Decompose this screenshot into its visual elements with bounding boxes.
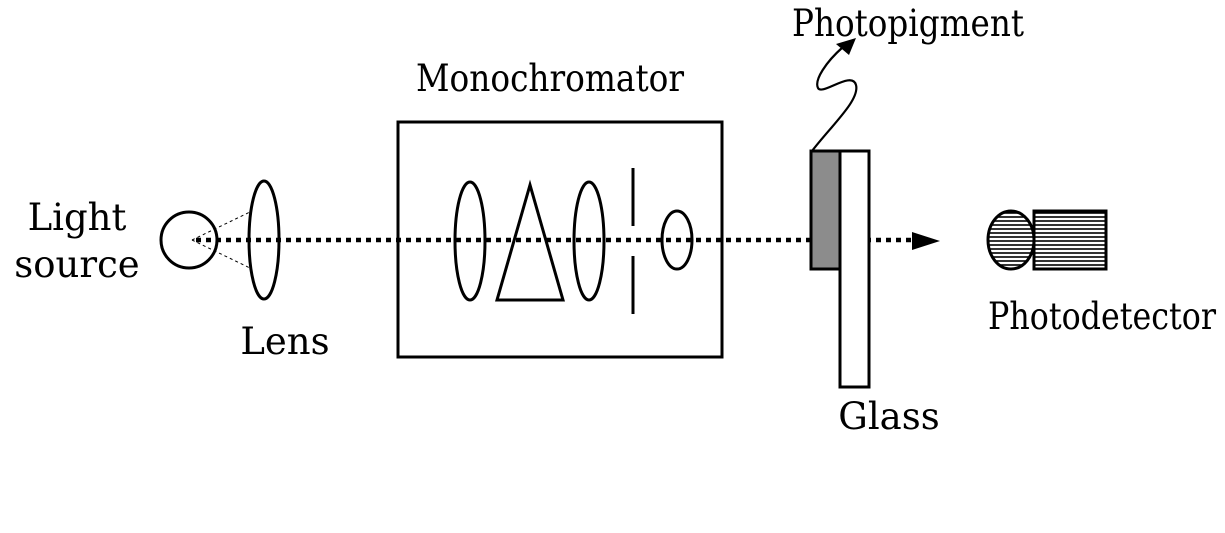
- lens: [247, 179, 281, 301]
- prism: [495, 179, 565, 302]
- beam-arrowhead: [912, 232, 940, 250]
- light-source-label-line2: source: [14, 243, 139, 286]
- photopigment-pointer-arrowhead: [836, 38, 856, 55]
- photodetector-body: [1032, 209, 1108, 271]
- photodetector-label: Photodetector: [988, 295, 1216, 338]
- glass-label: Glass: [838, 395, 939, 438]
- monochromator: [396, 120, 724, 359]
- monochromator-lens-3: [660, 209, 694, 271]
- light-cone-lower: [191, 239, 251, 269]
- monochromator-lens-1: [453, 180, 487, 302]
- light-source-label-line1: Light: [28, 196, 127, 239]
- light-cone-upper: [191, 211, 251, 241]
- monochromator-label: Monochromator: [416, 57, 684, 100]
- photodetector: [986, 209, 1108, 271]
- monochromator-lens-2: [572, 180, 606, 302]
- photopigment-label: Photopigment: [792, 2, 1024, 45]
- photopigment-layer: [809, 149, 842, 271]
- monochromator-box: [396, 120, 724, 359]
- photodetector-window: [986, 209, 1036, 271]
- lens-label: Lens: [240, 320, 329, 363]
- photopigment-pointer: [811, 46, 858, 152]
- glass-slide: [838, 149, 871, 389]
